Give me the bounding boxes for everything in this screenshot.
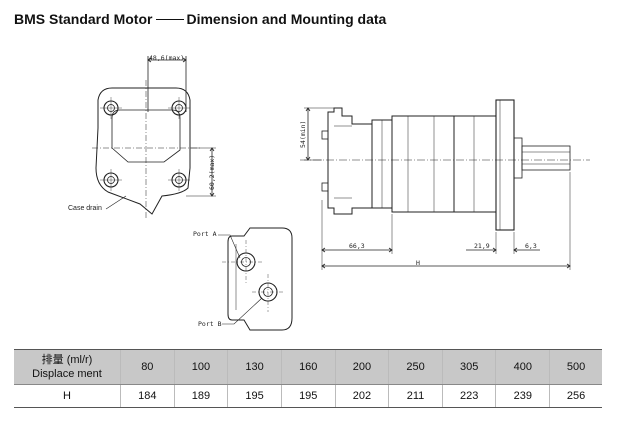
page-title: BMS Standard Motor Dimension and Mounting… <box>14 11 386 27</box>
row-label-cell: H <box>14 384 121 408</box>
header-label-cn: 排量 (ml/r) <box>41 354 93 366</box>
dim-width-label: 48,6(max) <box>149 54 185 62</box>
h-value-cell: 195 <box>280 384 336 408</box>
table-header-row: 排量 (ml/r) Displace ment 80 100 130 160 2… <box>14 349 602 385</box>
h-value-cell: 211 <box>388 384 443 408</box>
displacement-cell: 400 <box>495 349 550 385</box>
case-drain-label: Case drain <box>68 205 102 212</box>
title-dash <box>156 18 185 20</box>
front-view <box>92 56 216 218</box>
dim-54-label: 54(min) <box>299 120 307 148</box>
displacement-cell: 100 <box>173 349 228 385</box>
displacement-cell: 160 <box>280 349 336 385</box>
dimension-table: 排量 (ml/r) Displace ment 80 100 130 160 2… <box>14 349 602 408</box>
side-view <box>300 99 590 270</box>
displacement-cell: 80 <box>120 349 175 385</box>
displacement-cell: 305 <box>441 349 496 385</box>
h-value-cell: 256 <box>549 384 602 408</box>
title-main: BMS Standard Motor <box>14 11 153 27</box>
h-value-cell: 189 <box>173 384 228 408</box>
header-label-cell: 排量 (ml/r) Displace ment <box>14 349 121 385</box>
title-sub: Dimension and Mounting data <box>186 11 387 27</box>
dim-height-label: 60,2(max) <box>208 154 216 190</box>
technical-drawing <box>92 56 590 331</box>
h-value-cell: 223 <box>441 384 496 408</box>
dim-h-label: H <box>416 259 420 267</box>
port-view <box>218 227 293 331</box>
dim-21-label: 21,9 <box>474 242 490 250</box>
displacement-cell: 130 <box>227 349 282 385</box>
displacement-cell: 250 <box>388 349 443 385</box>
h-value-cell: 184 <box>120 384 175 408</box>
dim-6-label: 6,3 <box>525 242 537 250</box>
port-a-label: Port A <box>193 230 217 238</box>
port-b-label: Port B <box>198 320 222 328</box>
h-value-cell: 239 <box>495 384 550 408</box>
header-label-en: Displace ment <box>32 368 102 380</box>
h-value-cell: 202 <box>334 384 389 408</box>
table-row: H 184 189 195 195 202 211 223 239 256 <box>14 384 602 408</box>
dim-66-label: 66,3 <box>349 242 365 250</box>
displacement-cell: 200 <box>334 349 389 385</box>
h-value-cell: 195 <box>227 384 282 408</box>
displacement-cell: 500 <box>549 349 602 385</box>
